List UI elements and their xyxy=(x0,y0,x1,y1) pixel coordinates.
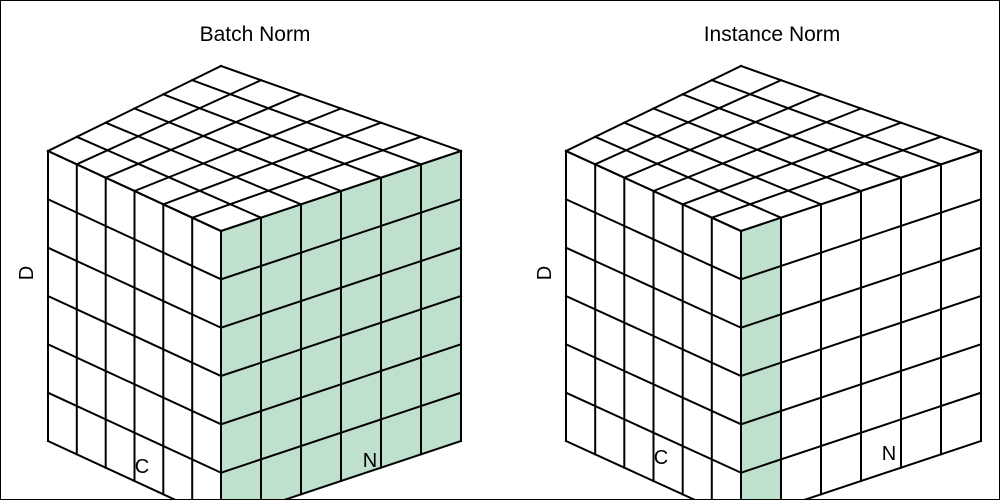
right-grid-line xyxy=(739,294,983,378)
instance-norm-panel: Instance Norm D C N xyxy=(534,23,983,499)
instance-norm-cube xyxy=(564,64,983,499)
right-grid-line xyxy=(283,439,463,499)
batch-norm-axis-n-label: N xyxy=(363,450,377,472)
batch-norm-cube xyxy=(46,64,463,499)
left-grid-line xyxy=(564,439,696,499)
right-grid-line xyxy=(219,343,463,426)
top-grid-line xyxy=(75,78,263,166)
right-grid-line xyxy=(219,294,463,378)
left-grid-line xyxy=(564,149,743,233)
right-grid-line xyxy=(739,246,983,329)
top-grid-line xyxy=(710,135,943,219)
left-grid-line xyxy=(46,149,223,233)
right-grid-line xyxy=(739,149,983,233)
top-grid-line xyxy=(190,135,423,219)
instance-norm-title: Instance Norm xyxy=(704,23,841,46)
top-grid-line xyxy=(46,64,223,153)
left-grid-line xyxy=(46,439,176,499)
left-grid-line xyxy=(46,246,223,330)
instance-norm-axis-d-label: D xyxy=(534,266,556,280)
batch-norm-title: Batch Norm xyxy=(200,23,311,46)
top-grid-line xyxy=(162,121,383,206)
left-grid-line xyxy=(46,294,223,378)
right-grid-line xyxy=(803,439,983,499)
right-grid-line xyxy=(219,391,463,474)
instance-norm-axis-n-label: N xyxy=(882,443,896,465)
batch-norm-panel: Batch Norm D C N xyxy=(16,23,463,499)
batch-norm-axis-c-label: C xyxy=(135,456,149,478)
cube-top-face xyxy=(48,66,461,231)
batch-norm-axis-d-label: D xyxy=(16,266,38,280)
top-grid-line xyxy=(133,107,343,193)
right-grid-line xyxy=(739,343,983,426)
highlight-region xyxy=(741,217,781,499)
right-grid-line xyxy=(219,198,463,281)
left-grid-line xyxy=(564,391,743,475)
left-grid-line xyxy=(46,197,223,281)
instance-norm-axis-c-label: C xyxy=(654,447,668,469)
cube-top-face xyxy=(566,66,981,231)
left-grid-line xyxy=(564,342,743,426)
top-grid-line xyxy=(104,92,303,180)
top-grid-line xyxy=(564,64,743,153)
right-grid-line xyxy=(219,246,463,329)
right-grid-line xyxy=(739,391,983,474)
left-grid-line xyxy=(564,294,743,378)
right-grid-line xyxy=(219,149,463,233)
left-grid-line xyxy=(46,391,223,475)
top-grid-line xyxy=(593,78,783,166)
left-grid-line xyxy=(564,246,743,330)
left-grid-line xyxy=(564,197,743,281)
right-grid-line xyxy=(739,198,983,281)
top-grid-line xyxy=(681,121,903,206)
top-grid-line xyxy=(622,92,823,180)
top-grid-line xyxy=(652,107,863,193)
left-grid-line xyxy=(46,342,223,426)
